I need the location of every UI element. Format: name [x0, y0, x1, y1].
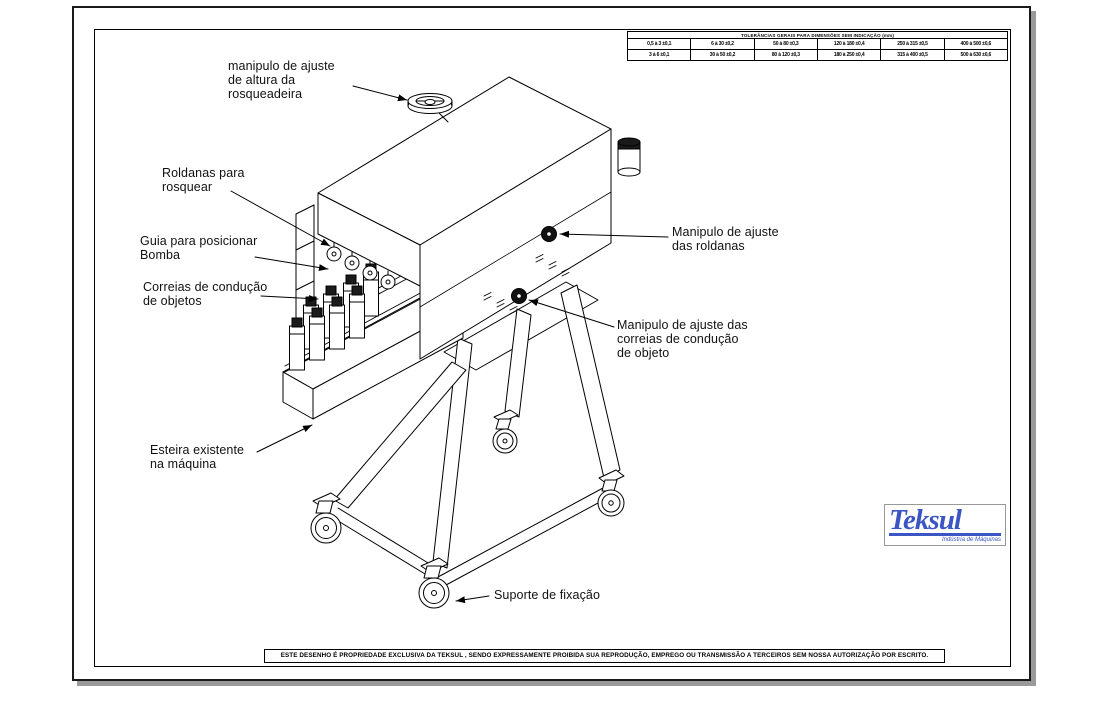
- label-manipulo-ajuste-altura: manipulo de ajuste de altura da rosquead…: [228, 59, 335, 101]
- caster-front-right: [597, 469, 625, 517]
- tolerance-cell: 500 à 630 ±0,6: [943, 49, 1009, 61]
- machine-body: [317, 76, 612, 360]
- tolerance-cell: 30 à 50 ±0,2: [690, 49, 755, 61]
- leader-lines: [230, 85, 669, 604]
- drawing-frame-border: [94, 29, 1011, 667]
- teksul-logo-tagline: Indústria de Máquinas: [941, 537, 1001, 543]
- teksul-logo: Teksul Indústria de Máquinas: [884, 504, 1006, 546]
- copyright-disclaimer: ESTE DESENHO É PROPRIEDADE EXCLUSIVA DA …: [264, 649, 945, 663]
- teksul-logo-underline: [889, 533, 1001, 536]
- label-manipulo-ajuste-roldanas: Manipulo de ajuste das roldanas: [672, 225, 779, 253]
- label-esteira-existente: Esteira existente na máquina: [150, 443, 245, 471]
- stand-frame: [329, 281, 621, 586]
- motor-cylinder: [617, 137, 641, 177]
- bottles: [289, 263, 379, 371]
- tolerance-cell: 3 à 6 ±0,1: [626, 49, 692, 61]
- tolerance-cell: 180 à 250 ±0,4: [816, 49, 882, 61]
- teksul-logo-text: Teksul: [889, 504, 962, 536]
- tolerance-table-title: TOLERÂNCIAS GERAIS PARA DIMENSÕES SEM IN…: [627, 31, 1008, 39]
- caster-wheels: [310, 409, 625, 609]
- caster-front-left: [310, 492, 342, 544]
- label-correias-conducao-objetos: Correias de condução de objetos: [143, 280, 268, 308]
- tolerance-cell: 0,5 à 3 ±0,1: [626, 38, 692, 50]
- tolerance-table: TOLERÂNCIAS GERAIS PARA DIMENSÕES SEM IN…: [626, 31, 1009, 61]
- tolerance-cell: 120 à 180 ±0,4: [816, 38, 882, 50]
- tolerance-cell: 80 à 120 ±0,3: [753, 49, 818, 61]
- tolerance-cell: 6 à 30 ±0,2: [690, 38, 755, 50]
- label-roldanas-para-rosquear: Roldanas para rosquear: [162, 166, 245, 194]
- label-guia-posicionar-bomba: Guia para posicionar Bomba: [140, 234, 258, 262]
- handwheel: [407, 93, 453, 123]
- tolerance-cell: 315 à 400 ±0,5: [880, 49, 945, 61]
- threading-rollers: [326, 242, 396, 290]
- adjustment-knobs: [483, 226, 570, 315]
- caster-back-right: [492, 409, 519, 454]
- label-manipulo-ajuste-correias: Manipulo de ajuste das correias de condu…: [617, 318, 748, 360]
- label-suporte-fixacao: Suporte de fixação: [494, 588, 601, 602]
- caster-front-center: [418, 557, 450, 609]
- tolerance-cell: 50 à 80 ±0,3: [753, 38, 818, 50]
- tolerance-cell: 250 à 315 ±0,5: [880, 38, 945, 50]
- tolerance-cell: 400 à 500 ±0,6: [943, 38, 1009, 50]
